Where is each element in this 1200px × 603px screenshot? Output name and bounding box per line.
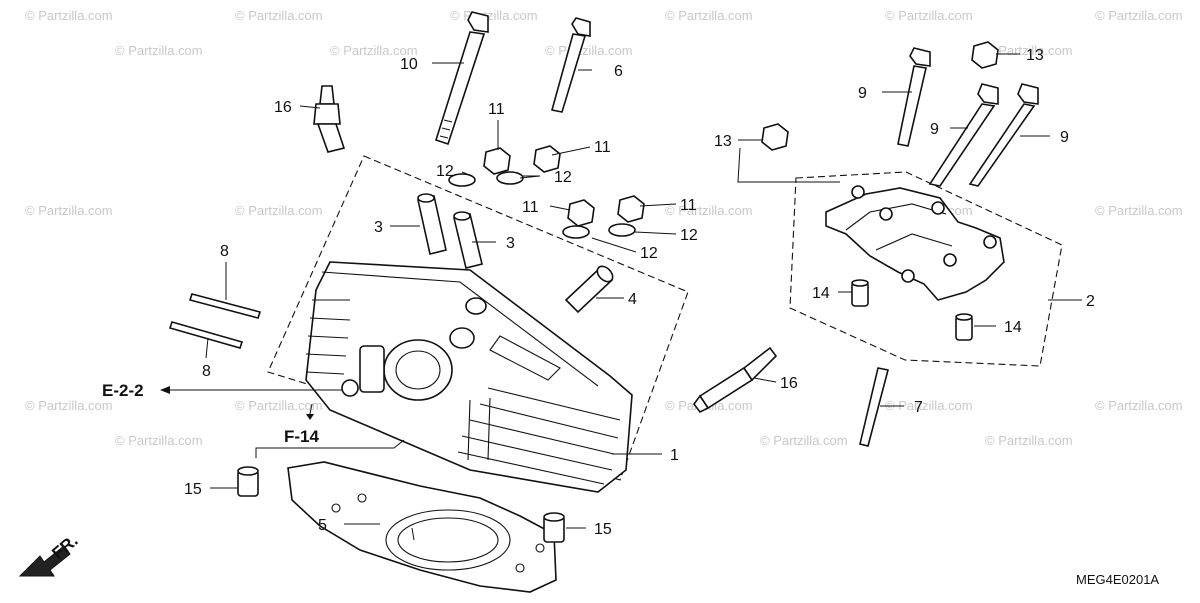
rocker-holder-group-outline <box>789 171 1063 367</box>
flange-nut-13b[interactable] <box>971 41 999 69</box>
callout-11-b: 11 <box>594 139 611 156</box>
callout-4: 4 <box>628 291 637 308</box>
watermark: © Partzilla.com <box>25 8 113 23</box>
callout-12-a: 12 <box>436 163 454 180</box>
valve-guide-left[interactable] <box>417 193 447 255</box>
callout-9-a: 9 <box>858 85 867 102</box>
valve-guide-right[interactable] <box>453 211 483 269</box>
watermark: © Partzilla.com <box>235 8 323 23</box>
cap-nut-11a[interactable] <box>483 147 511 175</box>
cylinder-head-gasket[interactable] <box>287 461 557 593</box>
flange-bolt-9a[interactable] <box>897 47 931 147</box>
flange-nut-13a[interactable] <box>761 123 789 151</box>
watermark: © Partzilla.com <box>665 203 753 218</box>
watermark: © Partzilla.com <box>545 43 633 58</box>
callout-12-d: 12 <box>680 227 698 244</box>
stud-bolt-8-lower[interactable] <box>168 321 244 349</box>
cap-nut-11c[interactable] <box>567 199 595 227</box>
callout-11-c: 11 <box>522 199 539 216</box>
watermark: © Partzilla.com <box>1095 203 1183 218</box>
watermark: © Partzilla.com <box>450 8 538 23</box>
washer-12a[interactable] <box>448 173 476 187</box>
flange-bolt-6[interactable] <box>550 17 591 113</box>
washer-12d[interactable] <box>608 223 636 237</box>
cap-nut-11d[interactable] <box>617 195 645 223</box>
dowel-pin-14a[interactable] <box>851 279 869 307</box>
callout-15-a: 15 <box>184 481 202 498</box>
callout-10: 10 <box>400 56 418 73</box>
dowel-pin-15b[interactable] <box>543 512 565 543</box>
callout-1: 1 <box>670 447 679 464</box>
callout-16-upper: 16 <box>274 99 292 116</box>
callout-3-a: 3 <box>374 219 383 236</box>
watermark: © Partzilla.com <box>25 203 113 218</box>
callout-13-b: 13 <box>1026 47 1044 64</box>
diagram-code: MEG4E0201A <box>1076 572 1159 587</box>
callout-5: 5 <box>318 517 327 534</box>
watermark: © Partzilla.com <box>25 398 113 413</box>
watermark: © Partzilla.com <box>985 433 1073 448</box>
watermark: © Partzilla.com <box>885 8 973 23</box>
spark-plug-16-lower[interactable] <box>693 346 778 414</box>
watermark: © Partzilla.com <box>1095 8 1183 23</box>
callout-labels: 10 6 16 11 11 12 12 11 11 12 12 3 3 4 8 … <box>184 47 1095 538</box>
watermark: © Partzilla.com <box>235 203 323 218</box>
callout-12-b: 12 <box>554 169 572 186</box>
watermark: © Partzilla.com <box>330 43 418 58</box>
cylinder-head[interactable] <box>305 261 633 493</box>
callout-2: 2 <box>1086 293 1095 310</box>
washer-12c[interactable] <box>562 225 590 239</box>
watermark: © Partzilla.com <box>760 433 848 448</box>
stud-bolt-10[interactable] <box>435 11 489 146</box>
watermark: © Partzilla.com <box>1095 398 1183 413</box>
stud-bolt-8-upper[interactable] <box>188 293 262 319</box>
flange-bolt-9c[interactable] <box>968 83 1039 187</box>
reference-e-2-2[interactable]: E-2-2 <box>102 381 144 400</box>
watermark: © Partzilla.com <box>115 43 203 58</box>
leader-lines <box>160 53 1082 541</box>
cylinder-head-group-outline <box>267 155 689 481</box>
front-direction-marker: FR. <box>18 531 82 577</box>
callout-11-a: 11 <box>488 101 505 118</box>
watermark: © Partzilla.com <box>885 398 973 413</box>
callout-9-b: 9 <box>930 121 939 138</box>
watermark: © Partzilla.com <box>665 8 753 23</box>
callout-15-b: 15 <box>594 521 612 538</box>
callout-16-lower: 16 <box>780 375 798 392</box>
callout-8-a: 8 <box>220 243 229 260</box>
stud-bolt-7[interactable] <box>859 367 889 447</box>
callout-12-c: 12 <box>640 245 658 262</box>
spark-plug-tube[interactable] <box>564 263 616 314</box>
dowel-pin-15a[interactable] <box>237 466 259 497</box>
dowel-pin-14b[interactable] <box>955 313 973 341</box>
flange-bolt-9b[interactable] <box>928 83 999 187</box>
callout-9-c: 9 <box>1060 129 1069 146</box>
cap-nut-11b[interactable] <box>533 145 561 173</box>
front-arrow-icon <box>18 545 71 577</box>
rocker-arm-holder[interactable] <box>825 185 1005 301</box>
spark-plug-16-upper[interactable] <box>313 85 346 153</box>
washer-12b[interactable] <box>496 171 524 185</box>
reference-f-14[interactable]: F-14 <box>284 427 320 446</box>
callout-13-a: 13 <box>714 133 732 150</box>
callout-6: 6 <box>614 63 623 80</box>
watermark: © Partzilla.com <box>115 433 203 448</box>
callout-7: 7 <box>914 399 923 416</box>
callout-14-a: 14 <box>812 285 830 302</box>
callout-3-b: 3 <box>506 235 515 252</box>
callout-14-b: 14 <box>1004 319 1022 336</box>
callout-8-b: 8 <box>202 363 211 380</box>
watermark: © Partzilla.com <box>235 398 323 413</box>
callout-11-d: 11 <box>680 197 697 214</box>
